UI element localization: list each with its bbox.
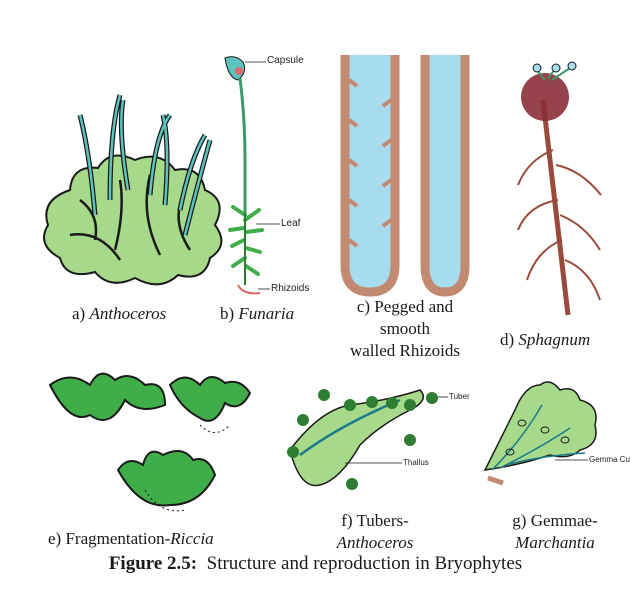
- anthoceros-illustration: [43, 94, 223, 286]
- thallus-label: Thallus: [403, 458, 429, 467]
- figure-title: Figure 2.5: Structure and reproduction i…: [108, 553, 523, 574]
- tubers-illustration: [287, 389, 448, 490]
- rhizoids-illustration: [340, 55, 470, 297]
- capsule-label: Capsule: [267, 55, 304, 66]
- tuber-label: Tuber: [449, 392, 470, 401]
- caption-a: a) Anthoceros: [72, 304, 167, 323]
- caption-b: b) Funaria: [220, 304, 295, 323]
- riccia-illustration: [48, 372, 252, 512]
- leaf-label: Leaf: [281, 218, 301, 229]
- sphagnum-illustration: [517, 61, 602, 316]
- funaria-illustration: [224, 56, 280, 295]
- caption-c: c) Pegged and smooth walled Rhizoids: [349, 297, 460, 360]
- marchantia-illustration: [483, 381, 597, 486]
- caption-d: d) Sphagnum: [500, 330, 591, 349]
- caption-e: e) Fragmentation-Riccia: [48, 529, 214, 548]
- rhizoids-label: Rhizoids: [271, 283, 310, 294]
- caption-g: g) Gemmae- Marchantia: [512, 511, 598, 552]
- gemma-cup-label: Gemma Cu: [589, 455, 630, 464]
- caption-f: f) Tubers- Anthoceros: [336, 511, 414, 552]
